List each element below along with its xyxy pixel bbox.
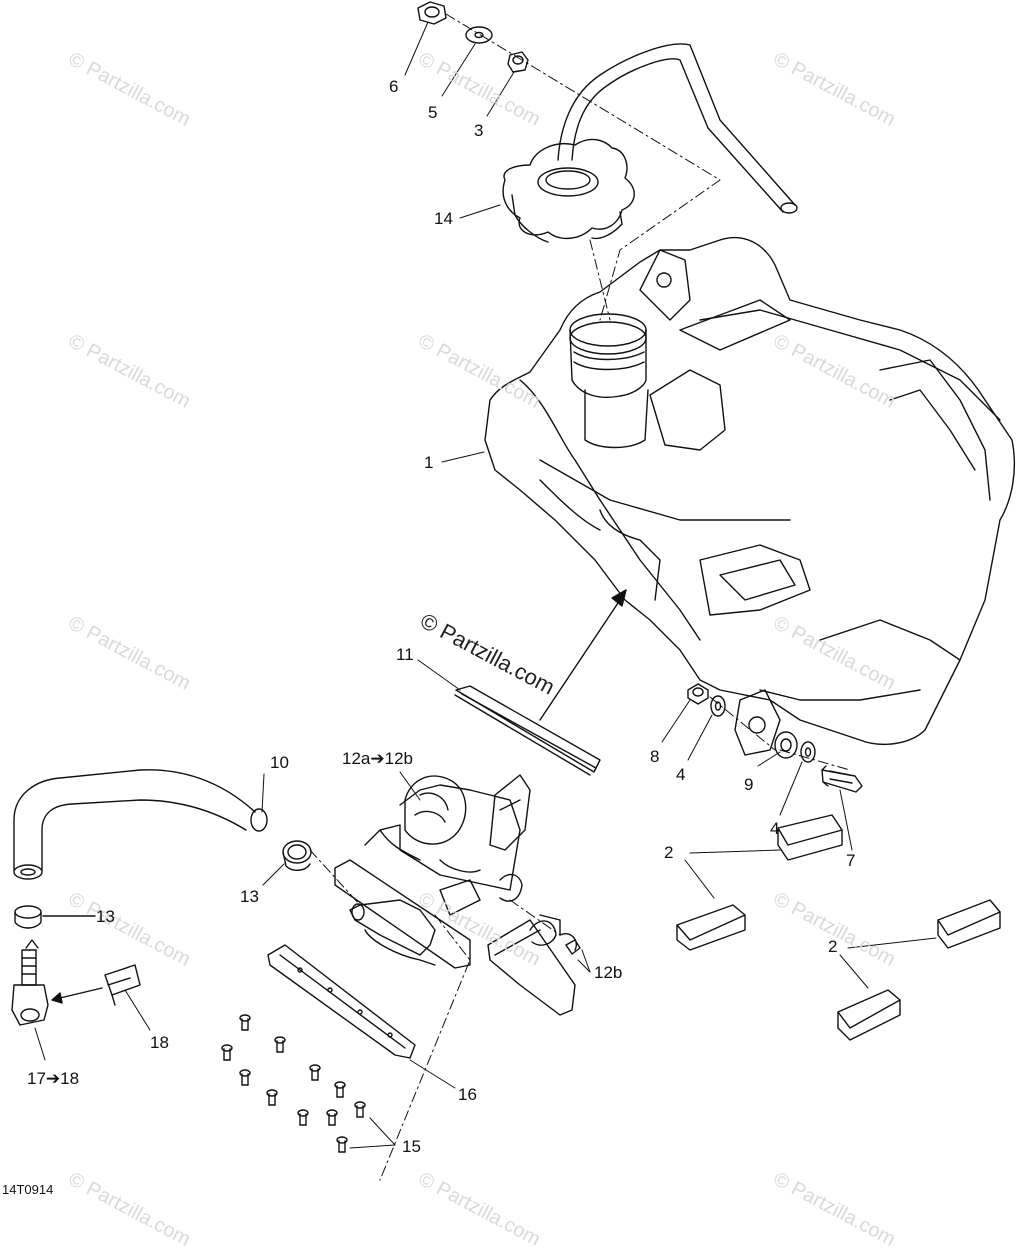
callout-12a: 12a➔12b: [342, 749, 413, 768]
leader-lines: [34, 21, 937, 1149]
callout-17: 17➔18: [27, 1069, 80, 1088]
install-arrow: [539, 589, 627, 721]
callout-1: 1: [424, 453, 434, 472]
callout-7: 7: [846, 851, 856, 870]
washer-4-lower: [800, 741, 816, 763]
bushing-9: [774, 731, 798, 759]
vent-hose: [557, 43, 798, 214]
callout-12b: 12b: [594, 963, 623, 982]
callout-13-upper: 13: [240, 887, 259, 906]
fuel-tank-exploded-diagram: [11, 1, 1016, 1181]
pad-2-b: [676, 904, 746, 951]
fuel-level-sender: [487, 914, 581, 1016]
fuel-hose-10: [13, 769, 268, 880]
callout-5: 5: [428, 103, 438, 122]
clamp-13-lower: [14, 905, 42, 929]
callout-4-lower: 4: [770, 819, 780, 838]
callout-13-lower: 13: [96, 907, 115, 926]
pad-2-d: [837, 989, 901, 1041]
fuel-cap: [502, 138, 635, 243]
quick-connector-17: [11, 939, 49, 1026]
callout-16: 16: [458, 1085, 477, 1104]
install-arrow-18: [51, 987, 103, 1004]
screws-15: [221, 1014, 366, 1153]
clip-18: [104, 964, 141, 1006]
nut-6: [417, 1, 447, 25]
callout-14: 14: [434, 209, 453, 228]
pad-2-c: [937, 899, 1001, 949]
callout-2-lower: 2: [828, 937, 838, 956]
pad-2-a: [777, 814, 843, 861]
fuel-pump-module: [334, 774, 531, 969]
alignment-lines: [309, 13, 851, 1181]
callout-3: 3: [474, 121, 484, 140]
callout-11: 11: [396, 645, 414, 664]
gasket-16: [267, 944, 416, 1059]
callout-8: 8: [650, 747, 660, 766]
callout-18: 18: [150, 1033, 169, 1052]
washer-5: [465, 26, 493, 44]
washer-4-upper: [710, 695, 726, 717]
callout-15: 15: [402, 1137, 421, 1156]
fuel-tank: [484, 236, 1016, 756]
spacer-3: [507, 51, 529, 73]
callout-2-upper: 2: [664, 843, 674, 862]
callout-4-upper: 4: [676, 765, 686, 784]
diagram-code: 14T0914: [2, 1182, 54, 1197]
callout-6: 6: [389, 77, 399, 96]
callout-9: 9: [744, 775, 754, 794]
callout-10: 10: [270, 753, 289, 772]
clamp-13-upper: [282, 840, 312, 871]
bolt-7: [821, 765, 863, 793]
nut-8: [687, 683, 709, 705]
gasket-11: [454, 685, 601, 776]
